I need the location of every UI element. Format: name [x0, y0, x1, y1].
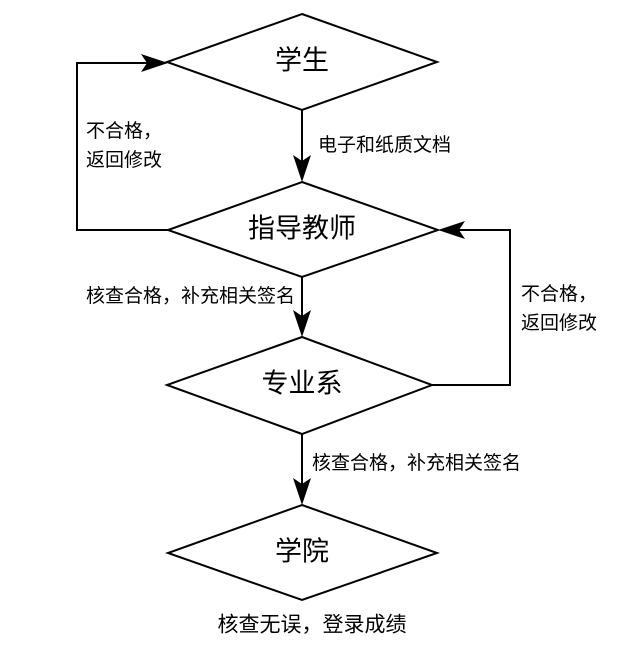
node-department-shape[interactable]	[164, 335, 435, 436]
edge-label-department-to-advisor-line2: 返回修改	[521, 312, 597, 334]
edge-label-advisor-to-student-line2: 返回修改	[86, 149, 162, 171]
arrowhead-down-icon	[293, 310, 311, 337]
edge-line	[432, 229, 511, 386]
node-department-label: 专业系	[262, 369, 343, 400]
edge-department-to-college	[293, 434, 311, 505]
edge-label-department-to-college: 核查合格，补充相关签名	[312, 452, 521, 474]
node-department[interactable]: 专业系	[164, 335, 435, 436]
arrowhead-down-icon	[293, 478, 311, 505]
edge-advisor-to-student	[76, 54, 168, 231]
arrowhead-down-icon	[293, 155, 311, 182]
node-advisor[interactable]: 指导教师	[165, 180, 442, 279]
edge-label-advisor-to-student-line1: 不合格，	[86, 120, 162, 142]
arrowhead-right-icon	[141, 54, 168, 72]
edge-label-advisor-to-department: 核查合格，补充相关签名	[86, 285, 295, 307]
edge-label-department-to-advisor-line1: 不合格，	[521, 283, 597, 305]
diagram-caption: 核查无误，登录成绩	[218, 613, 407, 637]
node-advisor-label: 指导教师	[248, 214, 356, 245]
node-student-shape[interactable]	[164, 12, 440, 112]
edge-label-student-to-advisor: 电子和纸质文档	[318, 134, 451, 156]
edge-department-to-advisor	[432, 221, 511, 386]
node-student[interactable]: 学生	[164, 12, 440, 112]
edge-line	[76, 62, 168, 231]
node-college-shape[interactable]	[165, 503, 441, 602]
node-student-label: 学生	[275, 46, 329, 77]
arrowhead-left-icon	[438, 221, 465, 239]
node-college[interactable]: 学院	[165, 503, 441, 602]
edge-advisor-to-department	[293, 277, 311, 337]
node-college-label: 学院	[275, 537, 329, 568]
node-advisor-shape[interactable]	[165, 180, 442, 279]
edge-student-to-advisor	[293, 110, 311, 182]
